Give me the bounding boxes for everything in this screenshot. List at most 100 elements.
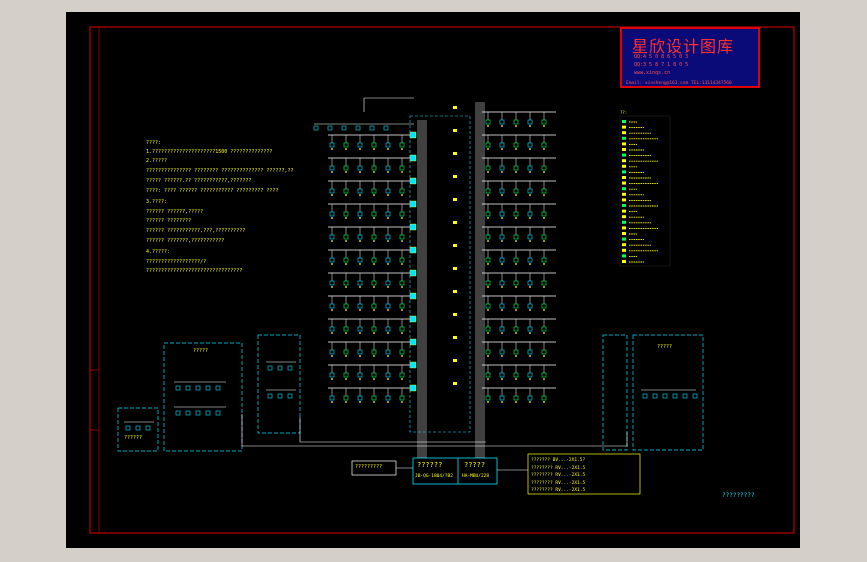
logo-box: 星欣设计图库 QQ:4 5 0 8 6 5 0 3 QQ:3 5 8 7 1 8… bbox=[620, 27, 760, 88]
broadcast-model: HA-MBU/228 bbox=[462, 474, 490, 479]
device-symbol bbox=[185, 410, 191, 416]
detector-symbol bbox=[343, 211, 349, 217]
detector-symbol bbox=[485, 188, 491, 194]
detector-symbol bbox=[329, 395, 335, 401]
detector-symbol bbox=[399, 165, 405, 171]
riser-node bbox=[453, 313, 457, 316]
detector-symbol bbox=[541, 349, 547, 355]
feed-line bbox=[486, 432, 628, 447]
note-line: 1.?????????????????????1500 ????????????… bbox=[146, 149, 273, 155]
tag-mark bbox=[331, 401, 333, 403]
tag-mark bbox=[487, 286, 489, 288]
tag-mark bbox=[331, 332, 333, 334]
detector-symbol bbox=[485, 165, 491, 171]
detector-symbol bbox=[527, 395, 533, 401]
tag-mark bbox=[331, 194, 333, 196]
tag-mark bbox=[543, 194, 545, 196]
fire-controller-label: ?????? bbox=[417, 461, 443, 469]
tag-mark bbox=[401, 240, 403, 242]
tag-mark bbox=[345, 309, 347, 311]
cable-list-item: ??????? BV...-2X1.5? bbox=[531, 458, 586, 463]
tag-mark bbox=[345, 171, 347, 173]
legend-outline bbox=[619, 115, 671, 267]
device-symbol bbox=[125, 425, 131, 431]
detector-symbol bbox=[371, 372, 377, 378]
broadcast-label: ????? bbox=[464, 461, 486, 469]
tag-mark bbox=[501, 309, 503, 311]
tag-mark bbox=[345, 332, 347, 334]
detector-symbol bbox=[485, 119, 491, 125]
riser-node bbox=[453, 152, 457, 155]
tag-mark bbox=[501, 240, 503, 242]
detector-symbol bbox=[385, 349, 391, 355]
legend-symbol bbox=[622, 232, 626, 235]
device-symbol bbox=[277, 365, 283, 371]
tag-mark bbox=[401, 378, 403, 380]
detector-symbol bbox=[343, 165, 349, 171]
tag-mark bbox=[359, 148, 361, 150]
tag-mark bbox=[515, 401, 517, 403]
tag-mark bbox=[487, 125, 489, 127]
notes-title: ????: bbox=[146, 140, 162, 146]
tag-mark bbox=[543, 355, 545, 357]
detector-symbol bbox=[541, 395, 547, 401]
legend-symbol bbox=[622, 170, 626, 174]
riser-node bbox=[453, 336, 457, 339]
detector-symbol bbox=[499, 372, 505, 378]
detector-symbol bbox=[313, 125, 319, 131]
floor-module bbox=[409, 292, 417, 300]
panel-caption: ????? bbox=[193, 348, 209, 354]
legend-symbol bbox=[622, 131, 626, 135]
detector-symbol bbox=[343, 372, 349, 378]
tag-mark bbox=[401, 194, 403, 196]
logo-email: Email: xinsheng@163.com TEL:13114347560 bbox=[626, 81, 732, 86]
detector-symbol bbox=[541, 280, 547, 286]
detector-symbol bbox=[357, 303, 363, 309]
device-symbol bbox=[135, 425, 141, 431]
detector-symbol bbox=[527, 119, 533, 125]
device-symbol bbox=[175, 410, 181, 416]
detector-symbol bbox=[371, 211, 377, 217]
detector-symbol bbox=[499, 188, 505, 194]
device-symbol bbox=[662, 393, 668, 399]
tag-mark bbox=[515, 171, 517, 173]
tag-mark bbox=[515, 217, 517, 219]
drawing-title: ????????? bbox=[722, 492, 755, 499]
detector-symbol bbox=[357, 326, 363, 332]
legend-symbol bbox=[622, 136, 626, 140]
detector-symbol bbox=[329, 326, 335, 332]
tag-mark bbox=[543, 309, 545, 311]
detector-symbol bbox=[541, 234, 547, 240]
tag-mark bbox=[501, 148, 503, 150]
tag-mark bbox=[373, 148, 375, 150]
floor-module bbox=[409, 200, 417, 208]
tag-mark bbox=[515, 378, 517, 380]
detector-symbol bbox=[527, 303, 533, 309]
detector-symbol bbox=[399, 303, 405, 309]
drawing-canvas: 星欣设计图库 QQ:4 5 0 8 6 5 0 3 QQ:3 5 8 7 1 8… bbox=[66, 12, 800, 548]
floor-module bbox=[409, 223, 417, 231]
detector-symbol bbox=[513, 211, 519, 217]
tag-mark bbox=[345, 378, 347, 380]
tag-mark bbox=[401, 171, 403, 173]
device-symbol bbox=[267, 393, 273, 399]
detector-symbol bbox=[399, 280, 405, 286]
riser-node bbox=[453, 267, 457, 270]
tag-mark bbox=[345, 401, 347, 403]
tag-mark bbox=[401, 401, 403, 403]
legend-symbol bbox=[622, 181, 626, 185]
detector-symbol bbox=[329, 188, 335, 194]
note-line: 2.????? bbox=[146, 158, 168, 164]
tag-mark bbox=[501, 263, 503, 265]
tag-mark bbox=[529, 148, 531, 150]
device-symbol bbox=[175, 385, 181, 391]
tag-mark bbox=[331, 240, 333, 242]
floor-module bbox=[409, 154, 417, 162]
detector-symbol bbox=[513, 234, 519, 240]
inner-frame bbox=[98, 26, 795, 534]
detector-symbol bbox=[513, 349, 519, 355]
tag-mark bbox=[387, 240, 389, 242]
shaft-outline bbox=[409, 115, 471, 433]
detector-symbol bbox=[385, 395, 391, 401]
detector-symbol bbox=[371, 234, 377, 240]
